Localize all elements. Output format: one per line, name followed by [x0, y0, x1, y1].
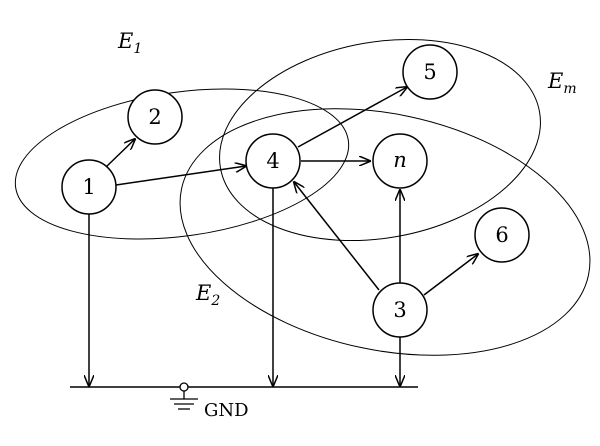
svg-text:2: 2	[148, 105, 161, 129]
node-4: 4	[245, 133, 301, 189]
svg-text:4: 4	[266, 149, 279, 173]
node-2: 2	[127, 89, 183, 145]
edge-1-4	[115, 166, 246, 186]
set-e2-label: E2	[195, 281, 220, 309]
edge-4-5	[297, 87, 407, 148]
set-e1-label: E1	[117, 29, 142, 57]
set-em-label: Em	[547, 69, 577, 97]
edge-1-2	[105, 139, 135, 168]
node-6: 6	[474, 207, 530, 263]
set-e1-ellipse	[14, 88, 350, 240]
svg-text:1: 1	[82, 175, 95, 199]
svg-text:n: n	[393, 148, 407, 172]
set-em-ellipse	[219, 38, 541, 242]
set-e2-ellipse	[179, 108, 591, 356]
ground-label: GND	[204, 400, 249, 421]
ground-terminal	[179, 382, 189, 392]
svg-text:3: 3	[393, 298, 406, 322]
edge-3-4	[294, 182, 380, 291]
node-5: 5	[402, 44, 458, 100]
ground-symbol-icon	[170, 391, 198, 410]
node-3: 3	[372, 282, 428, 338]
node-n: n	[372, 133, 428, 189]
node-1: 1	[61, 159, 117, 215]
edge-3-6	[423, 254, 478, 296]
svg-text:5: 5	[423, 60, 436, 84]
svg-text:6: 6	[495, 223, 508, 247]
